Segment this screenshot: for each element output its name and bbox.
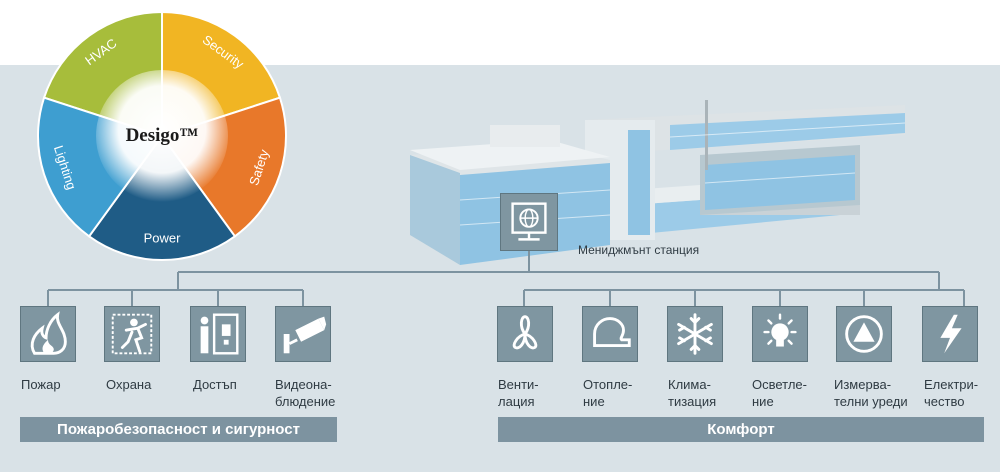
intruder-icon bbox=[104, 306, 160, 362]
label-metering: Измерва- телни уреди bbox=[834, 377, 908, 409]
label-ventilation: Венти- лация bbox=[498, 377, 539, 409]
label-intruder: Охрана bbox=[106, 377, 152, 392]
management-station-label: Мениджмънт станция bbox=[578, 243, 700, 257]
label-electricity: Електри- чество bbox=[924, 377, 979, 409]
meter-icon bbox=[836, 306, 892, 362]
bulb-icon bbox=[752, 306, 808, 362]
wheel-hub bbox=[96, 70, 228, 202]
label-video: Видеона- блюдение bbox=[275, 377, 336, 409]
lightning-icon bbox=[922, 306, 978, 362]
camera-icon bbox=[275, 306, 331, 362]
label-fire: Пожар bbox=[21, 377, 61, 392]
label-heating: Отопле- ние bbox=[583, 377, 633, 409]
bar-safety-security: Пожаробезопасност и сигурност bbox=[20, 417, 337, 442]
wheel-center-title: Desigo™ bbox=[126, 125, 199, 146]
radiator-icon bbox=[582, 306, 638, 362]
wheel-label-power: Power bbox=[144, 230, 182, 245]
management-station-icon bbox=[500, 193, 558, 251]
building-illustration bbox=[410, 100, 906, 265]
label-access: Достъп bbox=[193, 377, 237, 392]
label-lighting: Осветле- ние bbox=[752, 377, 807, 409]
access-door-icon bbox=[190, 306, 246, 362]
fan-icon bbox=[497, 306, 553, 362]
snowflake-icon bbox=[667, 306, 723, 362]
bar-comfort: Комфорт bbox=[498, 417, 984, 442]
label-air-conditioning: Клима- тизация bbox=[668, 377, 717, 409]
fire-icon bbox=[20, 306, 76, 362]
